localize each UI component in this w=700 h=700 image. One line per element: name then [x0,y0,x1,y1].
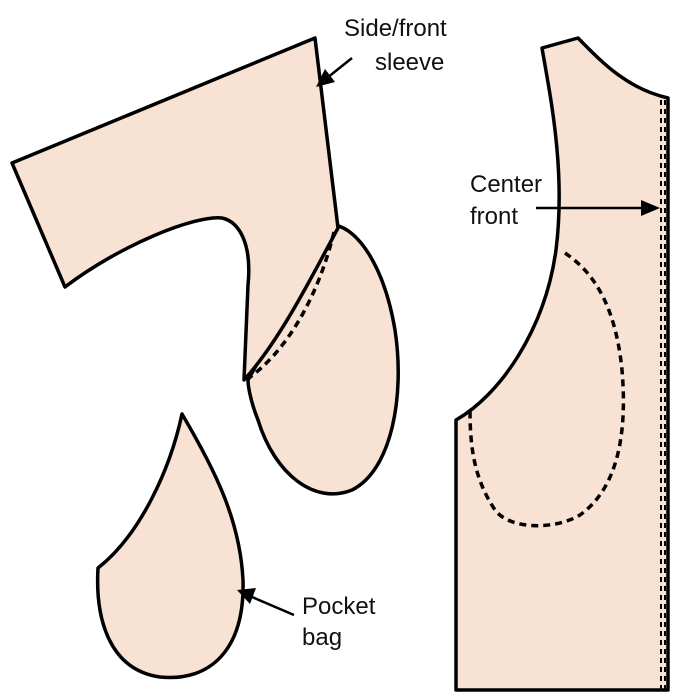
side-front-sleeve-arrowhead [316,69,335,87]
center-front-piece [454,36,670,692]
pocket-bag-arrowhead [237,588,256,604]
center-front-pocket-placement [468,251,626,528]
center-front-label-line2: front [470,203,518,230]
side-front-sleeve-arrow [326,57,353,79]
center-front-label-line1: Center [470,171,542,198]
pocket-bag-label-line2: bag [302,624,342,651]
sleeve-pocket-extension [246,223,400,496]
pocket-bag-piece [95,412,245,680]
side-front-sleeve-piece [10,36,340,382]
sleeve-pocket-seam-line [245,231,336,382]
side-front-sleeve-label-line2: sleeve [375,49,444,76]
center-front-arrowhead [641,200,660,216]
pocket-bag-label-line1: Pocket [302,593,376,620]
pocket-bag-arrow [251,595,295,617]
side-front-sleeve-label-line1: Side/front [344,15,447,42]
